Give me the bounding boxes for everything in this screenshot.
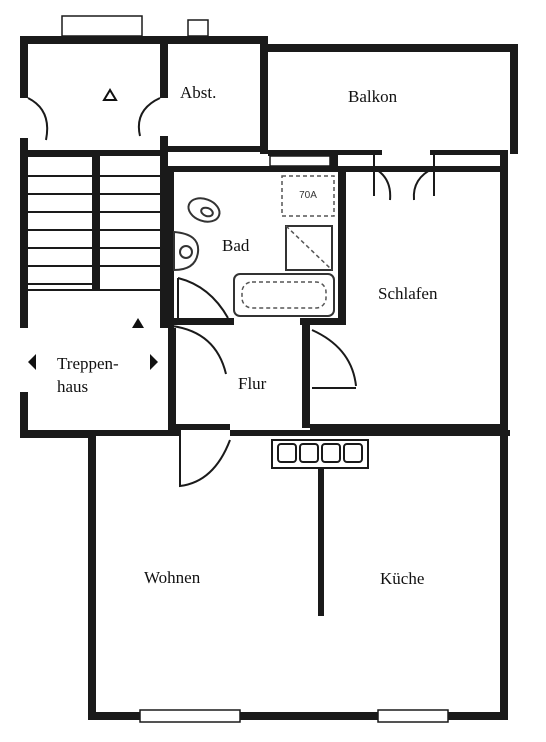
room-label-treppenhaus-line2: haus [57,377,89,396]
room-label-wohnen: Wohnen [144,568,201,587]
abstellraum-room [168,36,268,154]
bottom-windows [139,709,449,723]
toilet-icon [187,197,221,223]
outer-walls [20,36,518,720]
room-label-schlafen: Schlafen [378,284,438,303]
bathtub-icon [233,273,335,317]
washer-label: 70A [299,190,317,201]
schlafen-room [302,166,508,430]
room-label-balkon: Balkon [348,87,398,106]
bathroom: 70A [164,166,346,328]
flur-room [96,325,231,488]
room-label-kueche: Küche [380,569,425,588]
room-label-bad: Bad [222,236,250,255]
sink-icon [173,230,200,272]
living-kitchen [230,430,510,616]
balcony-door [373,152,435,201]
stove-icon [271,439,369,469]
washing-machine-icon: 70A [281,175,335,217]
top-windows [61,15,209,37]
room-label-flur: Flur [238,374,267,393]
stairwell [20,36,168,370]
balcony [268,150,508,168]
room-label-treppenhaus-line1: Treppen- [57,354,119,373]
shower-icon [285,225,333,271]
room-label-abstellraum: Abst. [180,83,217,102]
